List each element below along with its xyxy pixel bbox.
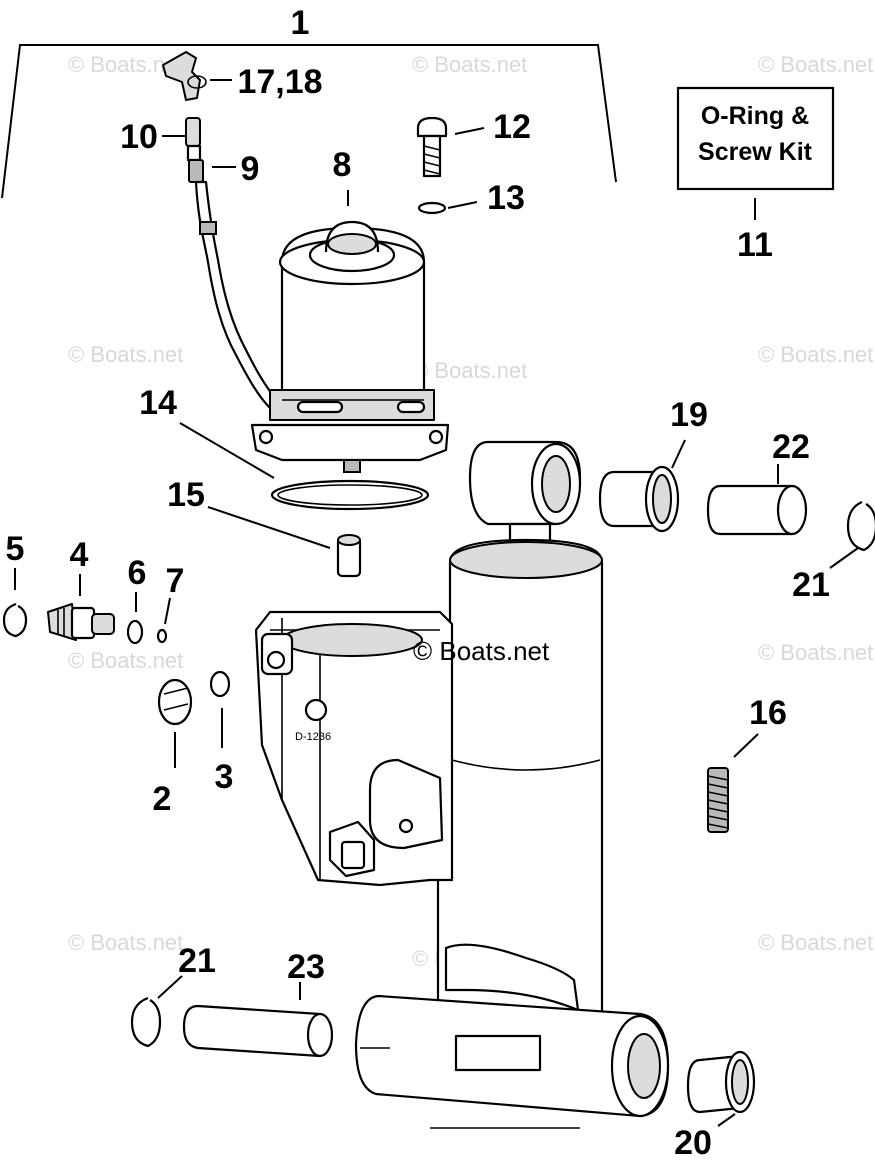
callout-19: 19 <box>670 396 708 434</box>
upper-pivot-pin-part <box>706 484 808 536</box>
callout-14: 14 <box>139 384 177 422</box>
motor-oring-part <box>270 479 430 511</box>
callout-20: 20 <box>674 1124 712 1162</box>
callout-4: 4 <box>70 536 89 574</box>
callout-11: 11 <box>737 226 773 264</box>
spring-part <box>707 767 729 833</box>
kit-label-line1: O-Ring & <box>701 102 809 130</box>
callout-15: 15 <box>167 476 205 514</box>
leader-21-left <box>157 975 183 999</box>
callout-3: 3 <box>215 758 234 796</box>
coupler-part <box>336 534 362 578</box>
watermark-faint: © Boats.net <box>412 52 527 77</box>
casting-mark-text: D-1236 <box>295 731 331 743</box>
trim-motor-part <box>250 220 450 473</box>
callouts: 1 2 3 4 5 6 7 8 9 10 11 12 13 14 15 16 1… <box>6 4 830 1162</box>
callout-5: 5 <box>6 530 25 568</box>
wire-clip-part <box>162 51 207 101</box>
callout-22: 22 <box>772 428 810 466</box>
trim-cylinder-part: D-1236 <box>254 440 670 1129</box>
callout-6: 6 <box>128 554 147 592</box>
leader-19 <box>671 439 686 469</box>
callout-21-right: 21 <box>792 566 830 604</box>
assembly-bracket <box>1 44 617 199</box>
upper-bushing-part <box>598 465 680 533</box>
retaining-ring-left-part <box>130 996 162 1048</box>
leader-14 <box>179 422 275 479</box>
leader-12 <box>454 127 485 135</box>
callout-21-left: 21 <box>178 942 216 980</box>
watermark-faint: © Boats.net <box>758 640 873 665</box>
callout-16: 16 <box>749 694 787 732</box>
callout-13: 13 <box>487 179 525 217</box>
callout-1: 1 <box>291 4 310 42</box>
watermark-main: © Boats.net <box>413 636 550 666</box>
leader-15 <box>207 506 331 549</box>
lower-pivot-pin-part <box>182 1004 334 1058</box>
leader-20 <box>717 1113 736 1127</box>
callout-10: 10 <box>120 118 158 156</box>
retaining-ring-part <box>2 602 28 638</box>
lower-bushing-part <box>686 1050 756 1114</box>
callout-2: 2 <box>153 780 172 818</box>
leader-13 <box>447 201 478 209</box>
trim-sender-harness <box>185 117 282 410</box>
leader-21-right <box>829 547 859 569</box>
leader-7 <box>164 597 171 625</box>
valve-oring-part <box>126 619 144 645</box>
plug-part <box>157 678 193 726</box>
callout-23: 23 <box>287 948 325 986</box>
leader-16 <box>733 733 759 758</box>
watermark-faint: © Boats.net <box>68 342 183 367</box>
lock-washer-part <box>417 201 447 215</box>
watermark-faint: © Boats.net <box>758 930 873 955</box>
watermark-faint: © Boats.net <box>68 930 183 955</box>
watermark-faint: © Boats.net <box>68 648 183 673</box>
small-oring-part <box>156 628 168 644</box>
callout-7: 7 <box>166 562 185 600</box>
kit-label-line2: Screw Kit <box>698 138 813 166</box>
retaining-ring-right-part <box>846 500 875 552</box>
oring-screw-kit-box: O-Ring & Screw Kit <box>676 86 835 191</box>
screw-part <box>416 116 448 178</box>
callout-17-18: 17,18 <box>237 63 322 101</box>
watermark-faint: © Boats.net <box>412 358 527 383</box>
plug-oring-part <box>209 670 231 698</box>
watermark-faint: © Boats.net <box>758 342 873 367</box>
watermark-faint: © Boats.net <box>758 52 873 77</box>
manual-release-valve-part <box>47 603 115 641</box>
callout-9: 9 <box>241 150 260 188</box>
callout-8: 8 <box>333 146 352 184</box>
callout-12: 12 <box>493 108 531 146</box>
